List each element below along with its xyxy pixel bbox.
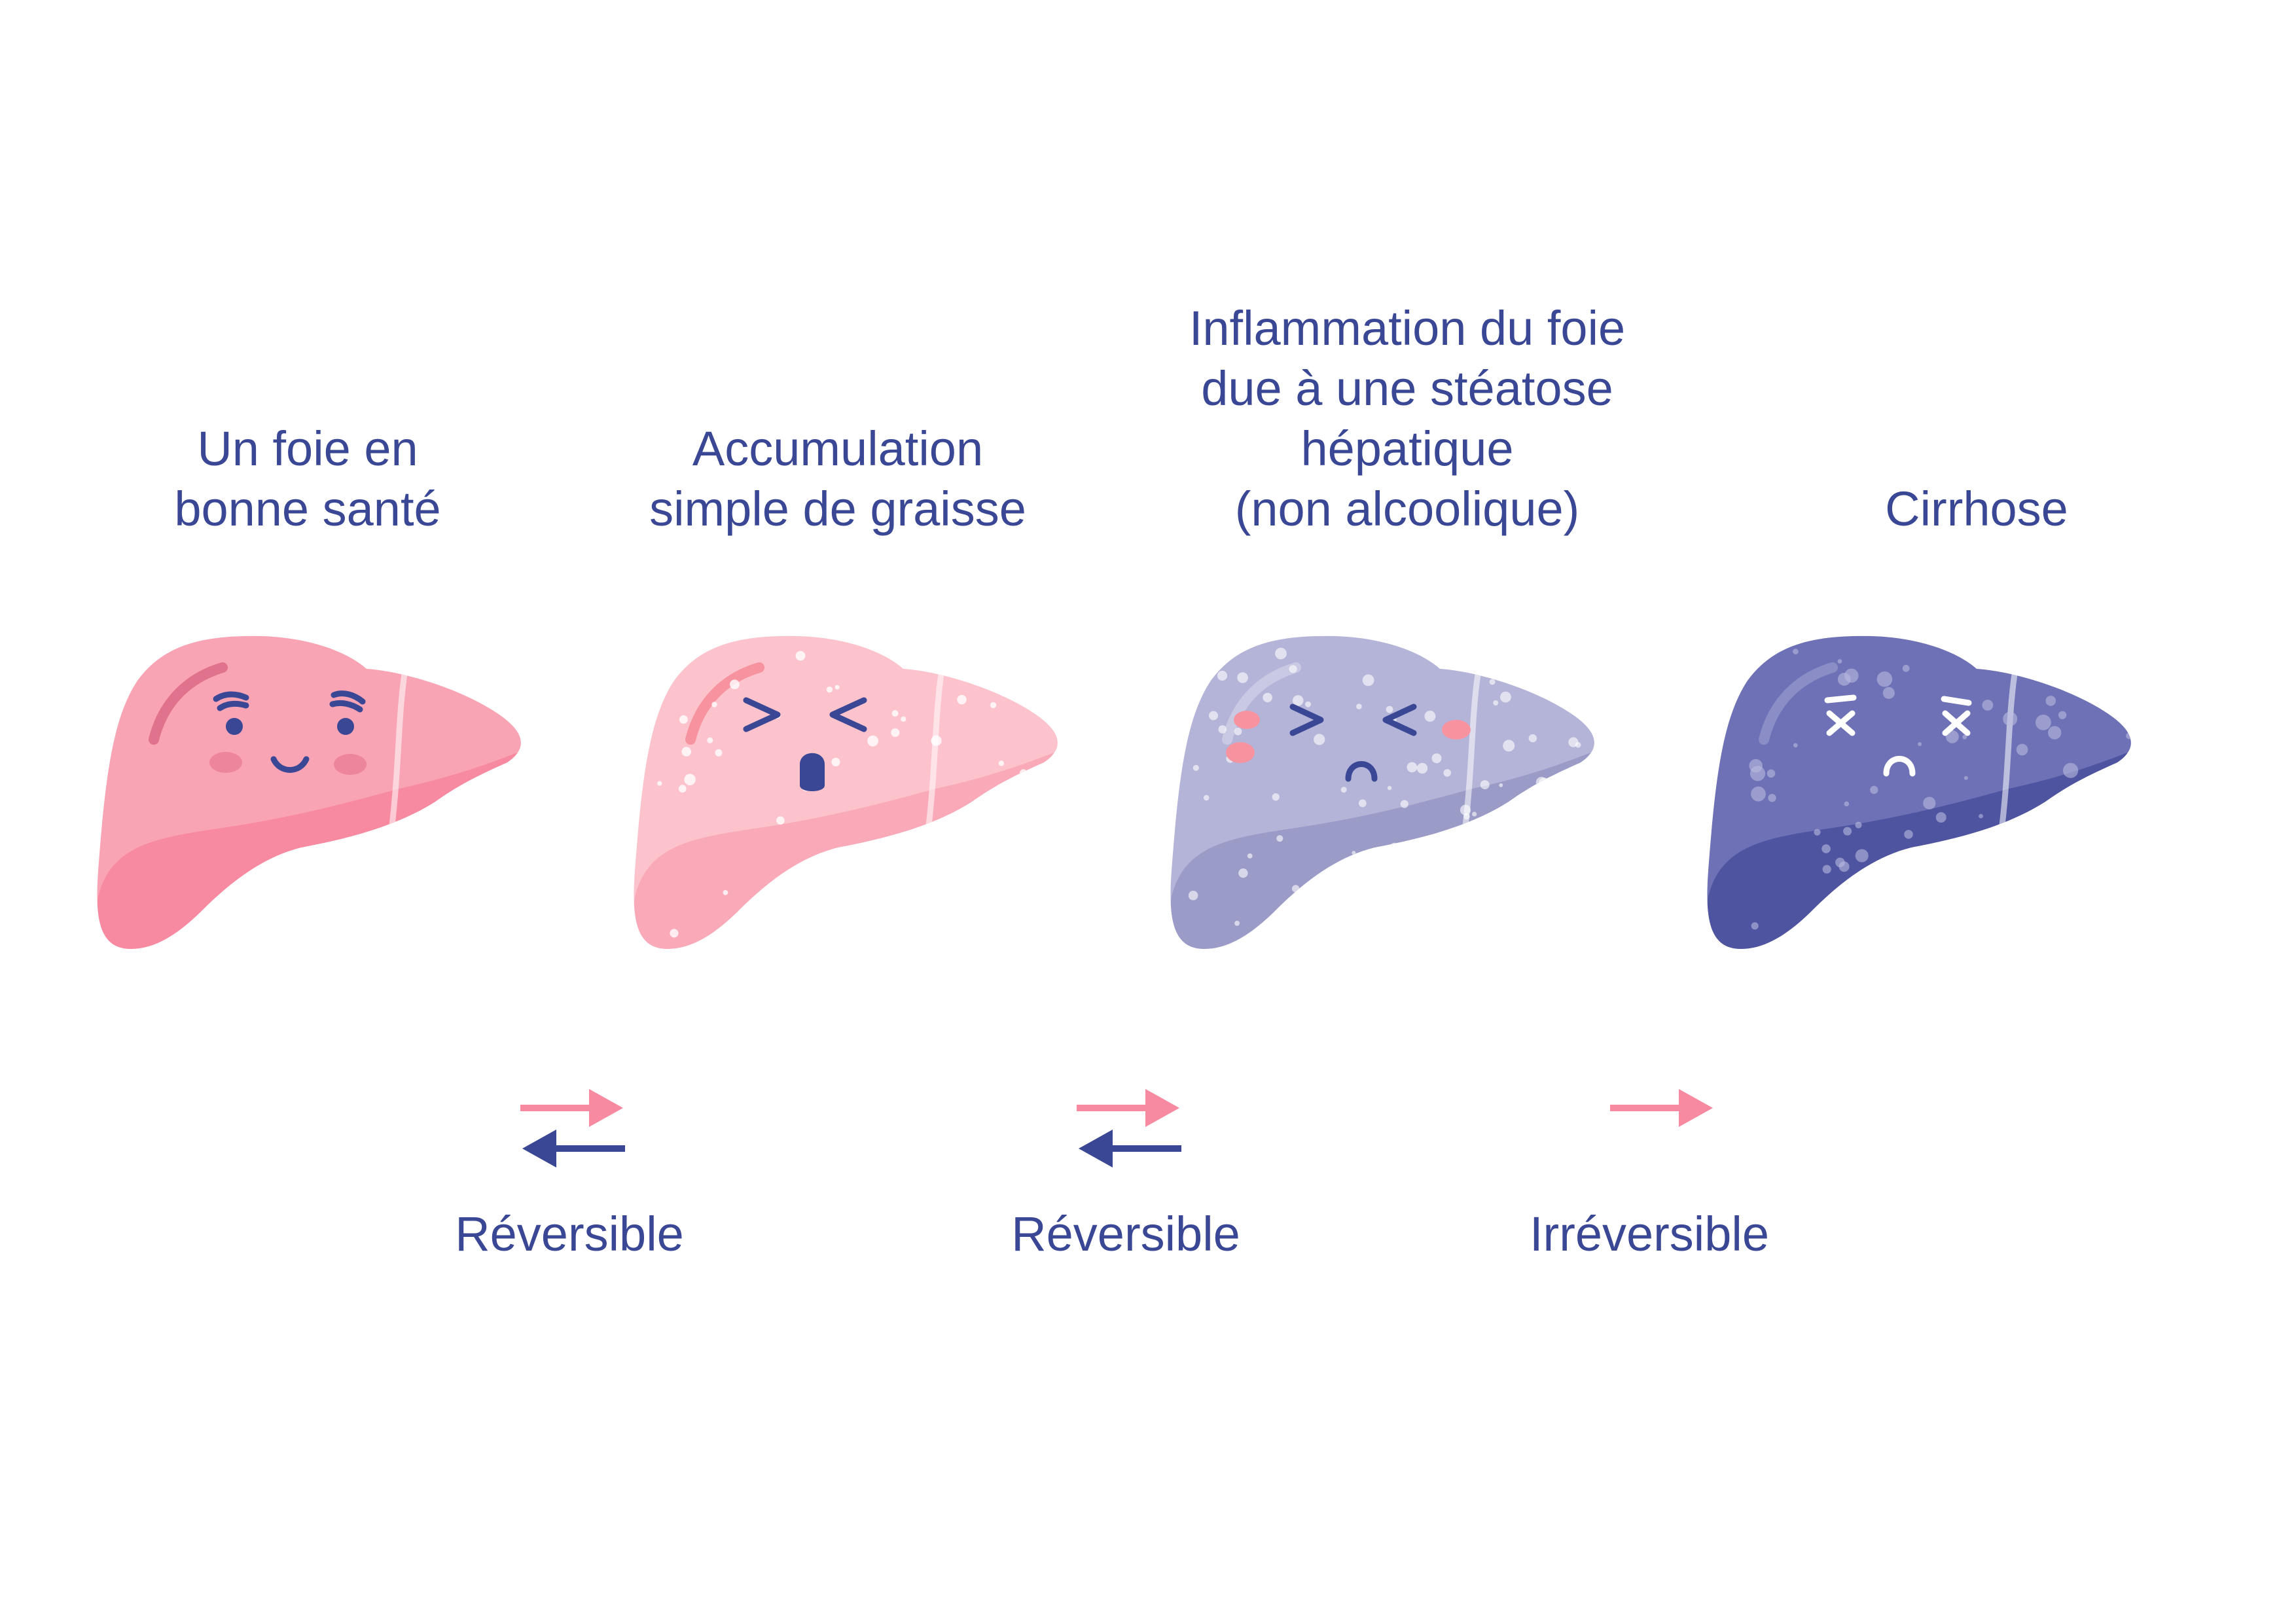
stage-title-fatty: Accumulation simple de graisse (649, 421, 1026, 536)
forward-arrow-icon (1610, 1089, 1713, 1127)
reversible-arrows-icon (520, 1089, 625, 1168)
stage-title-healthy: Un foie en bonne santé (174, 421, 441, 536)
stage-title-inflammation: Inflammation du foie due à une stéatose … (1189, 301, 1626, 536)
transition-label-2: Réversible (1011, 1207, 1240, 1261)
liver-cirrhosis-icon (1707, 635, 2131, 949)
transition-label-1: Réversible (455, 1207, 684, 1261)
liver-healthy-icon (97, 635, 521, 949)
reversible-arrows-icon (1077, 1089, 1181, 1168)
transition-label-3: Irréversible (1530, 1207, 1769, 1261)
stage-title-cirrhosis: Cirrhose (1885, 482, 2068, 536)
liver-inflamed-icon (1170, 635, 1594, 949)
liver-fatty-icon (634, 635, 1058, 949)
